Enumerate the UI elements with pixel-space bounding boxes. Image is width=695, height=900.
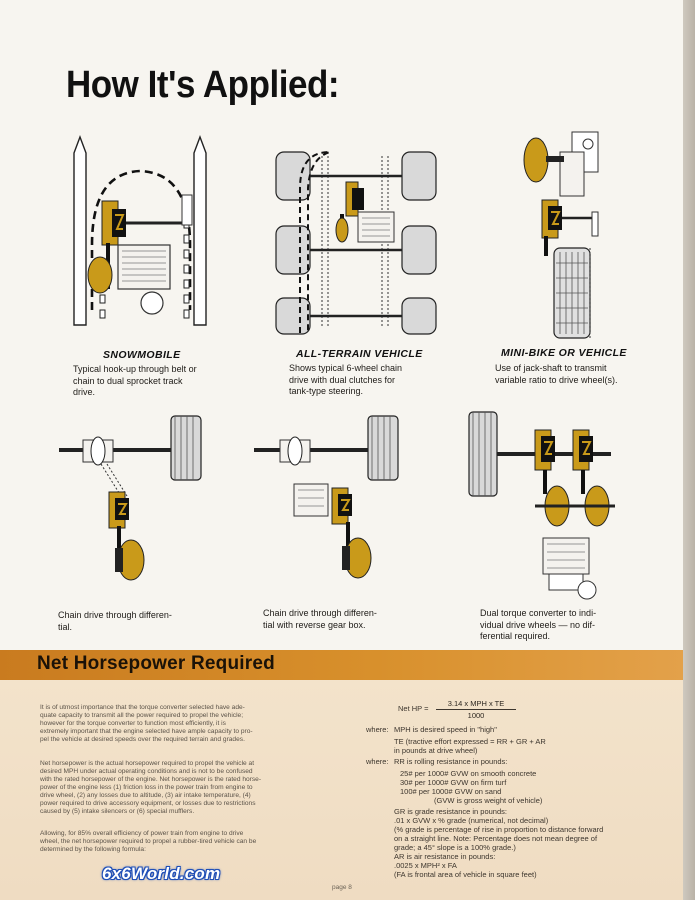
fraction-bar (436, 709, 516, 710)
formula-denominator: 1000 (467, 711, 485, 720)
grade-resistance: GR is grade resistance in pounds: .01 x … (394, 807, 604, 852)
formula-label: Net HP = (398, 704, 429, 713)
where-label-1: where: (366, 725, 389, 734)
minibike-title: MINI-BIKE OR VEHICLE (501, 347, 627, 359)
rolling-resistance: RR is rolling resistance in pounds: 25# … (394, 757, 543, 805)
site-watermark: 6x6World.com (102, 864, 221, 883)
formula-numerator: 3.14 x MPH x TE (447, 699, 505, 708)
section-panel (0, 680, 683, 900)
dual-converter-diagram (468, 411, 615, 600)
minibike-diagram (523, 131, 599, 339)
page-edge (683, 0, 695, 900)
dual-converter-caption: Dual torque converter to indi- vidual dr… (480, 608, 597, 641)
reverse-gear-caption: Chain drive through differen- tial with … (263, 608, 377, 630)
differential-caption: Chain drive through differen- tial. (58, 610, 172, 632)
page-title: How It's Applied: (66, 64, 340, 106)
minibike-description: Use of jack-shaft to transmit variable r… (495, 363, 618, 385)
section-band (0, 650, 683, 680)
snowmobile-description: Typical hook-up through belt or chain to… (73, 364, 197, 397)
reverse-gear-diagram (254, 415, 399, 579)
snowmobile-title: SNOWMOBILE (103, 349, 181, 361)
formula-fraction: 3.14 x MPH x TE 1000 (436, 699, 516, 720)
intro-paragraph: It is of utmost importance that the torq… (40, 704, 253, 743)
differential-drive-diagram (59, 415, 202, 581)
section-title: Net Horsepower Required (37, 653, 275, 674)
formula-intro-paragraph: Allowing, for 85% overall efficiency of … (40, 830, 257, 853)
snowmobile-diagram (73, 135, 207, 326)
atv-description: Shows typical 6-wheel chain drive with d… (289, 363, 403, 396)
where-label-2: where: (366, 757, 389, 766)
atv-title: ALL-TERRAIN VEHICLE (296, 348, 423, 360)
air-resistance: AR is air resistance in pounds: .0025 x … (394, 852, 537, 879)
page-number: page 8 (332, 884, 352, 891)
definition-paragraph: Net horsepower is the actual horsepower … (40, 760, 262, 815)
atv-diagram (275, 151, 437, 335)
speed-definition: MPH is desired speed in "high" TE (tract… (394, 725, 546, 755)
